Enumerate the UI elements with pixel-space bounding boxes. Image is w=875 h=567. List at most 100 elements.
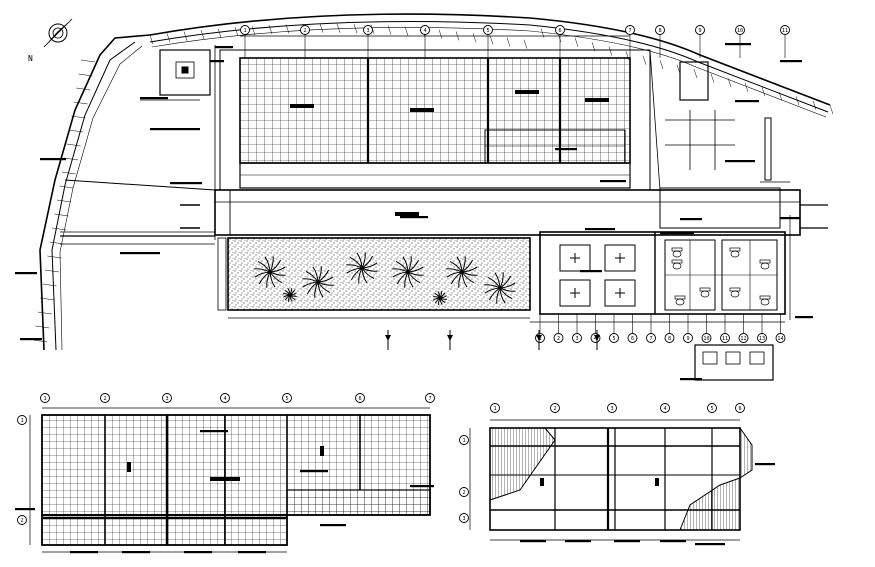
grid-bubble-lower-left: 5 (282, 393, 292, 403)
grid-bubble-lower-left-label: 7 (428, 396, 431, 402)
grid-bubble-lower-right: 1 (490, 403, 500, 413)
toilet-icon (699, 287, 711, 298)
grid-bubble-lower-right-row-label: 2 (462, 490, 465, 496)
annotation-label-bar (565, 540, 591, 543)
grid-bubble-lower-left-label: 2 (103, 396, 106, 402)
grid-bubble-lower-right: 3 (607, 403, 617, 413)
toilet-icon (671, 259, 683, 270)
annotation-label-bar (400, 216, 428, 219)
grid-bubble-top: 3 (363, 25, 373, 35)
palm-tree-icon (392, 256, 424, 288)
grid-bubble-lower-left-label: 6 (358, 396, 361, 402)
annotation-label-bar (755, 463, 775, 466)
grid-bubble-bottom: 5 (609, 333, 619, 343)
annotation-label-bar (585, 228, 615, 231)
grid-bubble-top-label: 3 (366, 28, 369, 34)
grid-bubble-lower-left: 2 (100, 393, 110, 403)
grid-bubble-top-label: 2 (303, 28, 306, 34)
annotation-label-bar (795, 316, 813, 319)
grid-bubble-top-label: 10 (737, 28, 743, 34)
grid-bubble-lower-right-row: 1 (459, 435, 469, 445)
grid-bubble-bottom-label: 10 (703, 336, 709, 342)
grid-bubble-lower-left: 7 (425, 393, 435, 403)
toilet-icon (729, 247, 741, 258)
palm-tree-icon (283, 288, 297, 302)
grid-bubble-bottom-label: 2 (557, 336, 560, 342)
grid-bubble-lower-left-label: 1 (43, 396, 46, 402)
grid-bubble-lower-left-row: 1 (17, 415, 27, 425)
main-hall-block (239, 57, 631, 164)
grid-bubble-top-label: 7 (628, 28, 631, 34)
grid-bubble-bottom: 12 (738, 333, 749, 343)
grid-bubble-bottom-label: 1 (538, 336, 541, 342)
grid-bubble-top: 6 (555, 25, 565, 35)
annotation-label-bar (140, 97, 168, 100)
service-block (539, 231, 786, 315)
grid-bubble-top-label: 4 (423, 28, 426, 34)
grid-bubble-top-label: 1 (243, 28, 246, 34)
grid-bubble-bottom: 6 (627, 333, 638, 343)
north-letter: N (28, 54, 33, 63)
grid-bubble-bottom-label: 14 (777, 336, 783, 342)
grid-bubble-top: 11 (780, 25, 790, 35)
grid-bubble-lower-right-row: 3 (459, 513, 469, 523)
toilet-icon (759, 295, 771, 306)
grid-bubble-lower-right-label: 2 (553, 406, 556, 412)
annotation-label-bar (695, 543, 725, 546)
north-arrow-icon: N (28, 18, 73, 63)
boundary-road-ticks (32, 23, 834, 343)
grid-bubble-lower-right-row: 2 (459, 487, 469, 497)
palm-tree-icon (433, 291, 447, 305)
grid-bubble-lower-right-label: 1 (493, 406, 496, 412)
hall-entrance-strip (239, 129, 631, 189)
toilet-icon (759, 259, 771, 270)
grid-bubble-lower-right-label: 5 (710, 406, 713, 412)
grid-bubble-lower-right-row-label: 1 (462, 438, 465, 444)
grid-bubble-bottom: 2 (553, 333, 564, 343)
grid-bubble-bottom-label: 3 (575, 336, 578, 342)
grid-bubble-top: 2 (300, 25, 310, 35)
right-annex (659, 61, 790, 229)
toilet-icon (671, 247, 683, 258)
grid-bubble-top: 7 (625, 25, 635, 35)
grid-bubble-bottom-label: 7 (649, 336, 652, 342)
palm-tree-icon (302, 266, 334, 298)
grid-bubble-top: 8 (655, 25, 665, 35)
annotation-label-bar (580, 270, 602, 273)
grid-bubble-lower-left: 3 (162, 393, 172, 403)
lower-right-roof-plan (469, 419, 753, 541)
annotation-label-bar (780, 217, 800, 220)
grid-bubble-lower-right-label: 4 (663, 406, 666, 412)
grid-bubble-lower-left-label: 3 (165, 396, 168, 402)
grid-bubble-top: 1 (240, 25, 250, 35)
annotation-label-bar (320, 524, 346, 527)
annotation-label-bar (660, 540, 686, 543)
grid-bubble-top: 9 (695, 25, 705, 35)
grid-bubble-lower-left-row-label: 1 (20, 418, 23, 424)
grid-bubble-bottom: 3 (572, 333, 582, 343)
grid-bubble-lower-left-label: 4 (223, 396, 226, 402)
garden-planter (217, 237, 531, 311)
septic-detail (694, 344, 774, 381)
annotation-label-bar (215, 46, 233, 49)
grid-bubble-bottom-label: 4 (594, 336, 597, 342)
guard-hut (140, 49, 211, 101)
grid-bubble-bottom: 11 (720, 333, 730, 343)
grid-bubble-lower-right: 6 (735, 403, 745, 413)
grid-bubble-top: 4 (420, 25, 430, 35)
palm-trees (254, 252, 516, 305)
annotation-label-bar (15, 508, 35, 511)
annotation-label-bar (725, 160, 755, 163)
grid-bubbles-lower-right: 1 2 3 4 5 6 1 2 3 (459, 403, 745, 523)
palm-tree-icon (484, 272, 516, 304)
annotation-label-bar (120, 252, 160, 255)
grid-bubble-lower-right: 4 (660, 403, 670, 413)
annotation-label-bar (660, 232, 694, 235)
annotation-label-bar (15, 272, 37, 275)
grid-bubble-bottom: 9 (683, 333, 693, 343)
annotation-label-bar (555, 148, 577, 151)
